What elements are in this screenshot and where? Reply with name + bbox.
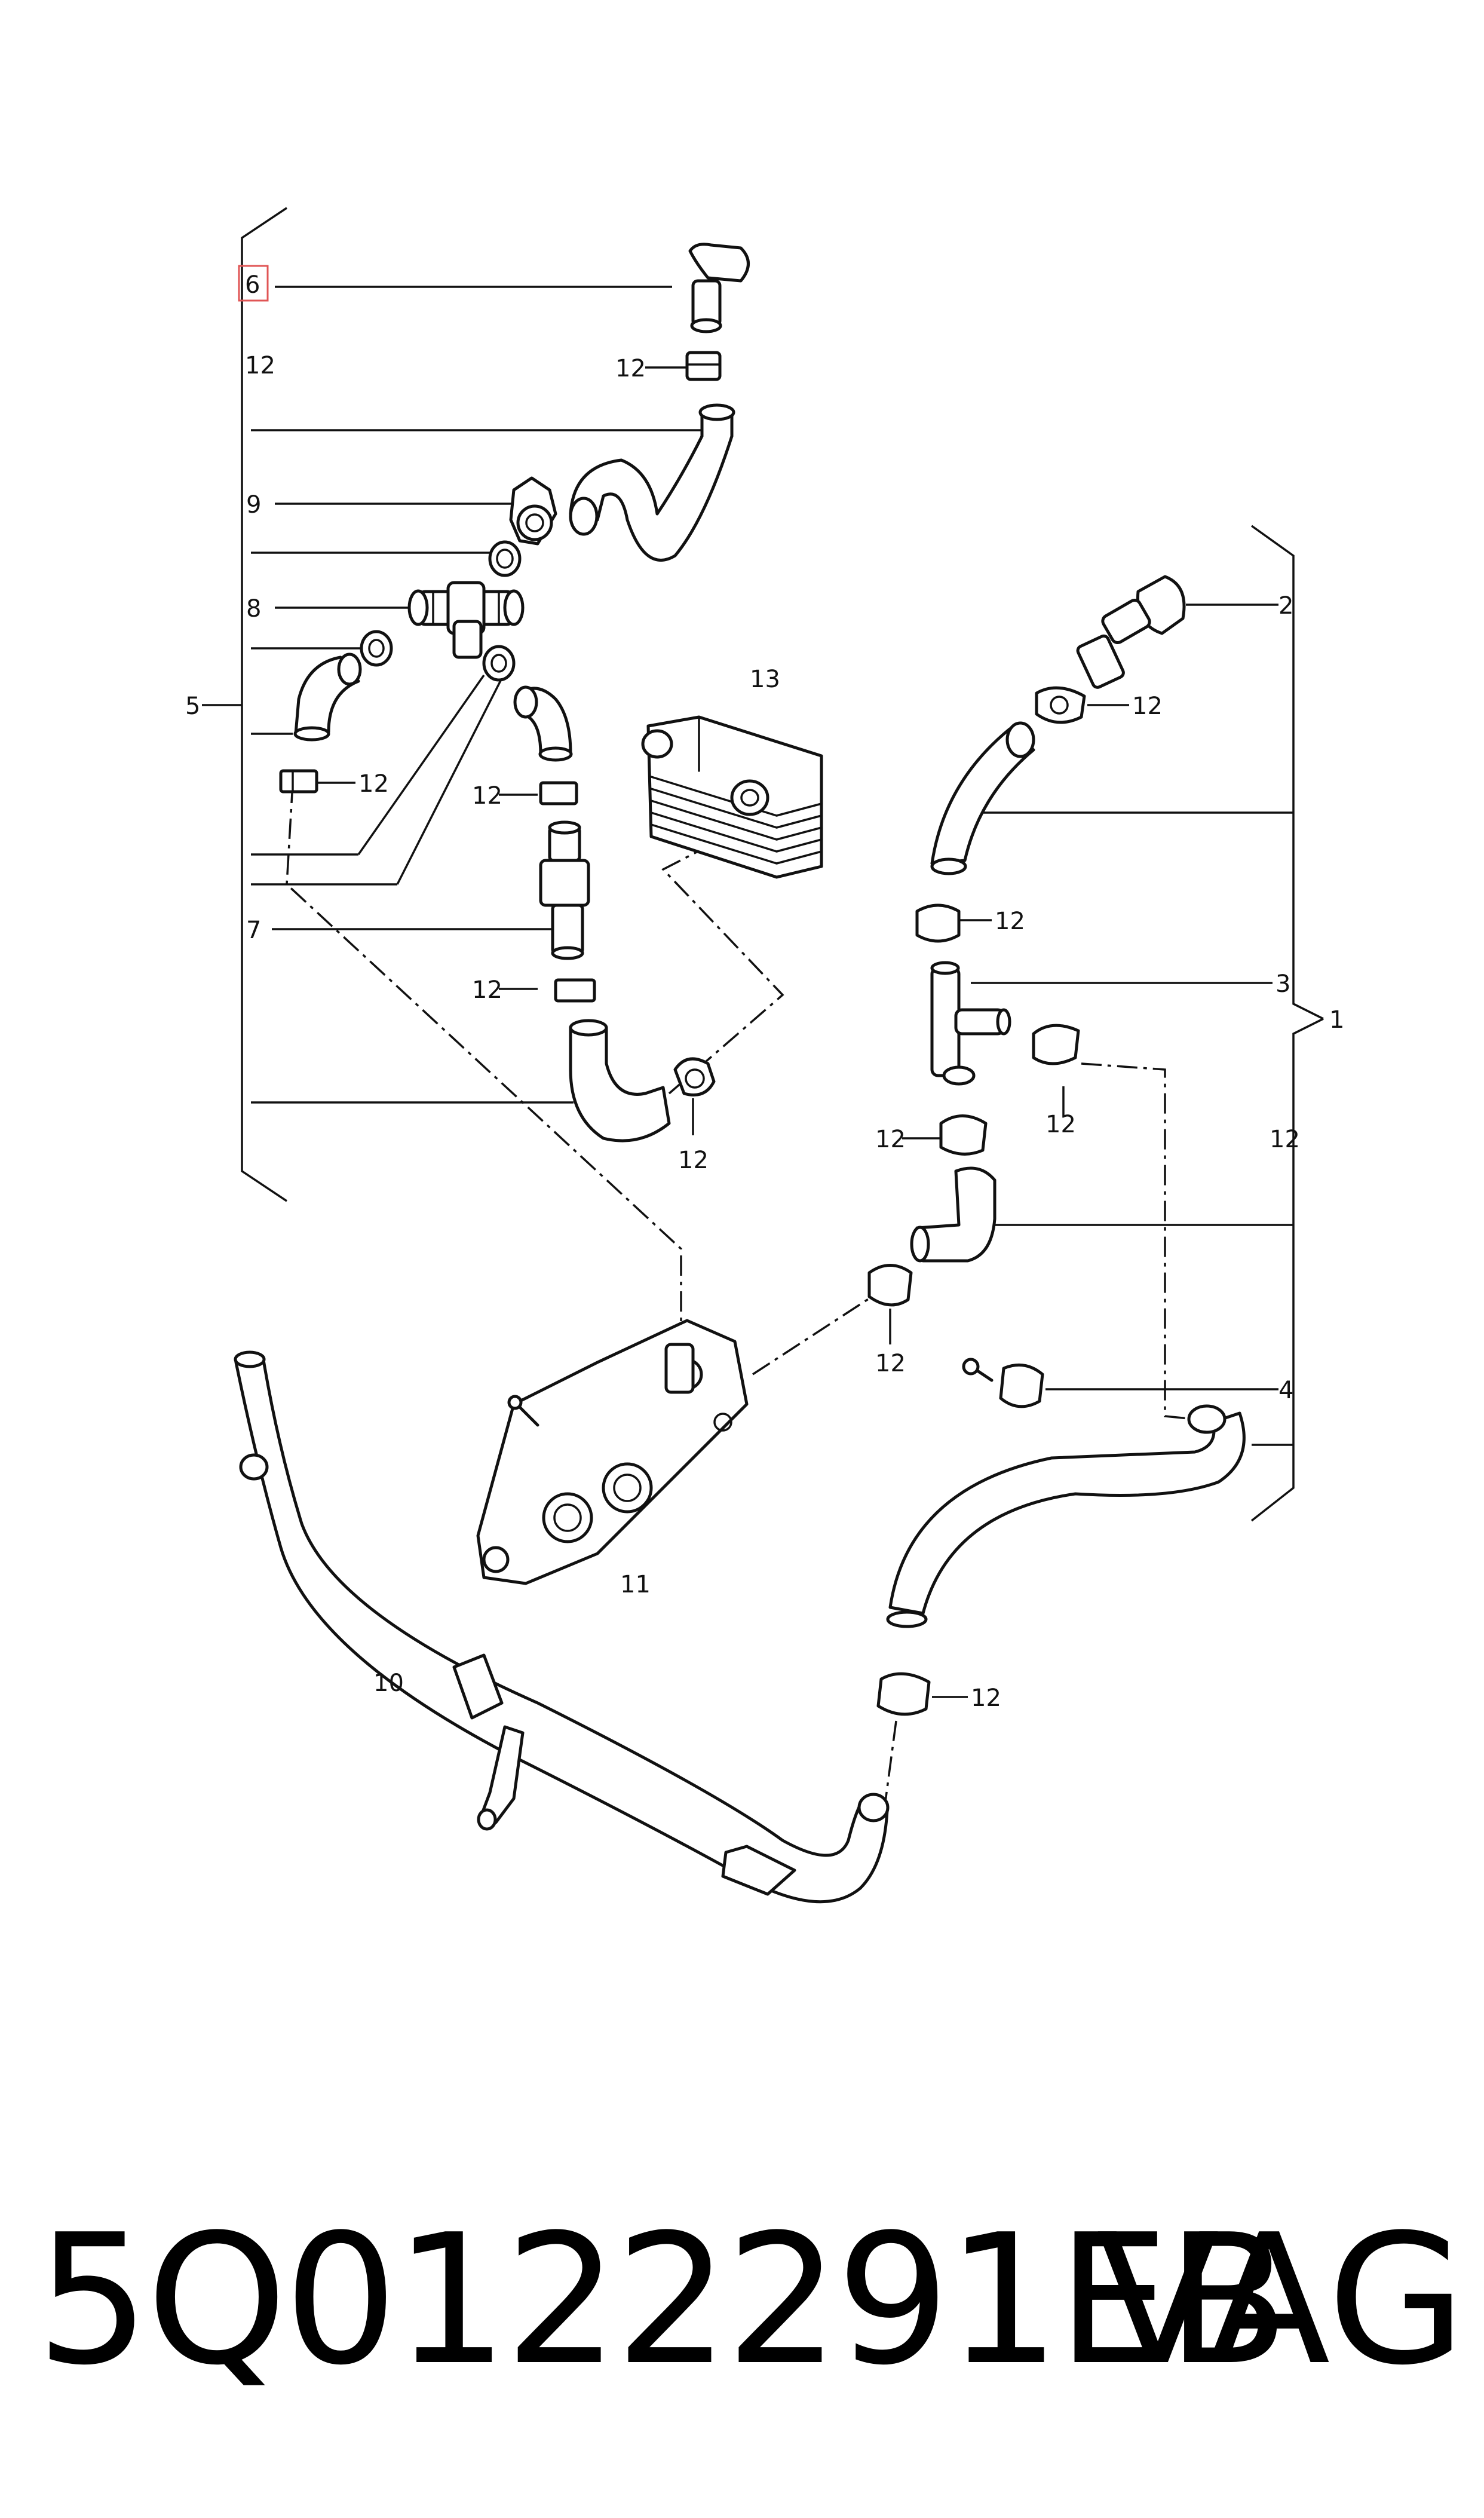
callout-12-e: 12 — [678, 1147, 709, 1174]
callout-12-i: 12 — [875, 1126, 906, 1153]
part-4-screw-clamp — [962, 1358, 1044, 1408]
callout-2: 2 — [1278, 592, 1293, 620]
callout-12-d: 12 — [472, 976, 502, 1004]
clamp-12-e — [673, 1057, 716, 1096]
exploded-parts-diagram: 6 12 12 9 8 5 12 12 7 12 12 13 2 12 12 3… — [185, 207, 1344, 1904]
part-10-coolant-pipe — [234, 1350, 890, 1904]
part-9-bracket-clip — [509, 476, 557, 546]
callout-12-g: 12 — [995, 908, 1025, 935]
bracket-right — [1250, 525, 1324, 1522]
o-ring-b — [360, 630, 393, 667]
clamp-12-d — [554, 978, 596, 1003]
leader-lines-right — [692, 604, 1293, 1698]
brand-label: VAG — [1096, 2196, 1466, 2404]
clamp-12-i — [939, 1114, 988, 1156]
callout-8: 8 — [246, 595, 261, 623]
callout-13: 13 — [750, 666, 780, 693]
bracket-left — [202, 207, 287, 1202]
callout-12-a: 12 — [615, 355, 646, 382]
part-number: 5Q0122291EB — [36, 2196, 1289, 2404]
part-2-quick-connector — [1076, 575, 1186, 689]
callout-12-k: 12 — [971, 1684, 1001, 1712]
callout-7: 7 — [246, 917, 261, 944]
hose-right-upper — [930, 721, 1035, 875]
callout-6: 6 — [245, 271, 260, 299]
hose-right-elbow-lower — [910, 1166, 997, 1263]
highlight-box — [238, 265, 269, 302]
part-11-thermostat-housing — [476, 1319, 749, 1585]
part-8-t-piece — [407, 581, 525, 659]
clamp-12-c — [539, 781, 578, 805]
callout-12-left-top: 12 — [245, 352, 275, 379]
callout-3: 3 — [1275, 970, 1290, 998]
part-6-elbow-connector — [688, 243, 750, 333]
callout-10: 10 — [373, 1670, 404, 1697]
callout-12-f: 12 — [1132, 693, 1163, 720]
callout-4: 4 — [1278, 1377, 1293, 1404]
part-7-valve — [539, 820, 590, 960]
clamp-12-h — [1032, 1024, 1080, 1065]
callout-12-b: 12 — [358, 770, 389, 798]
clamp-12-b — [279, 769, 318, 794]
hose-left-elbow — [293, 653, 362, 742]
clamp-12-a — [685, 351, 722, 381]
hose-lower-j — [569, 1019, 671, 1142]
callout-12-h: 12 — [1045, 1111, 1076, 1138]
leader-lines-left — [251, 286, 702, 1104]
callout-labels: 6 12 12 9 8 5 12 12 7 12 12 13 2 12 12 3… — [185, 271, 1344, 1712]
callout-12-right: 12 — [1270, 1126, 1300, 1153]
callout-11: 11 — [620, 1571, 651, 1598]
clamp-12-f — [1035, 686, 1086, 724]
callout-5: 5 — [185, 693, 200, 720]
hose-upper-s — [569, 403, 735, 562]
o-ring-a — [488, 540, 522, 577]
o-ring-c — [482, 645, 516, 682]
clamp-12-j — [867, 1264, 913, 1307]
hose-right-elbow — [513, 685, 573, 762]
part-13-oil-cooler — [641, 715, 823, 879]
callout-1: 1 — [1329, 1006, 1344, 1034]
clamp-12-k — [876, 1672, 931, 1716]
callout-12-j: 12 — [875, 1350, 906, 1377]
callout-9: 9 — [246, 491, 261, 519]
callout-12-c: 12 — [472, 782, 502, 810]
hose-right-long — [886, 1404, 1246, 1628]
part-3-t-fitting — [930, 961, 1011, 1086]
clamp-12-g — [915, 903, 961, 943]
